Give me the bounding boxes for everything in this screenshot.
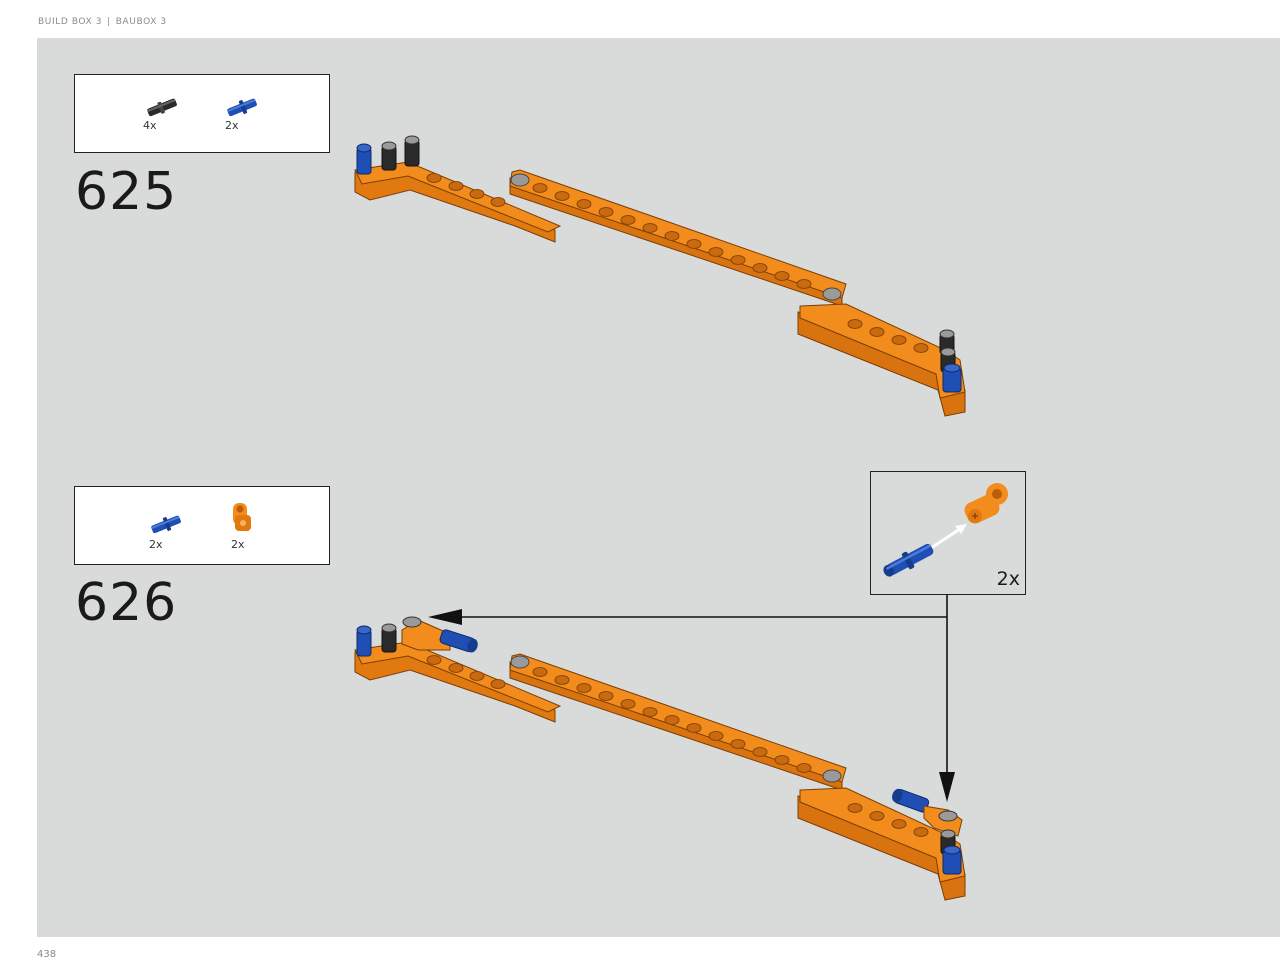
header-separator: | (107, 17, 111, 27)
black-friction-pin-icon (147, 98, 177, 117)
pin-into-connector-illustration (883, 483, 1008, 577)
arrow-head-down (939, 772, 955, 802)
page-number: 438 (37, 949, 57, 960)
part-qty: 2x (231, 538, 245, 551)
header-baubox: BAUBOX 3 (115, 17, 167, 27)
orange-axle-connector-icon (233, 503, 251, 531)
pins-left-625 (356, 135, 420, 175)
blue-axle-pin-icon (151, 515, 181, 534)
blue-axle-pin-icon (227, 98, 257, 117)
parts-list-626: 2x 2x (74, 486, 330, 565)
header-build-box: BUILD BOX 3 (38, 17, 103, 27)
orange-axle-connector-icon (964, 483, 1008, 524)
parts-list-625: 4x 2x (74, 74, 330, 153)
part-qty: 4x (143, 119, 157, 132)
part-qty: 2x (225, 119, 239, 132)
pins-left-626 (356, 616, 478, 657)
callout-arrows (440, 594, 948, 790)
blue-axle-pin-icon (883, 543, 934, 577)
pins-right-625 (939, 329, 962, 393)
page-header: BUILD BOX 3 | BAUBOX 3 (38, 17, 167, 27)
arrow-head-left (428, 609, 462, 625)
pins-right-626 (892, 788, 963, 875)
part-qty: 2x (149, 538, 163, 551)
step-number-625: 625 (75, 162, 178, 222)
sub-assembly-callout: 2x (870, 471, 1026, 595)
callout-qty: 2x (996, 568, 1020, 590)
beam-assembly-625 (354, 135, 966, 417)
beam-assembly-626 (354, 616, 966, 901)
step-number-626: 626 (75, 573, 178, 633)
